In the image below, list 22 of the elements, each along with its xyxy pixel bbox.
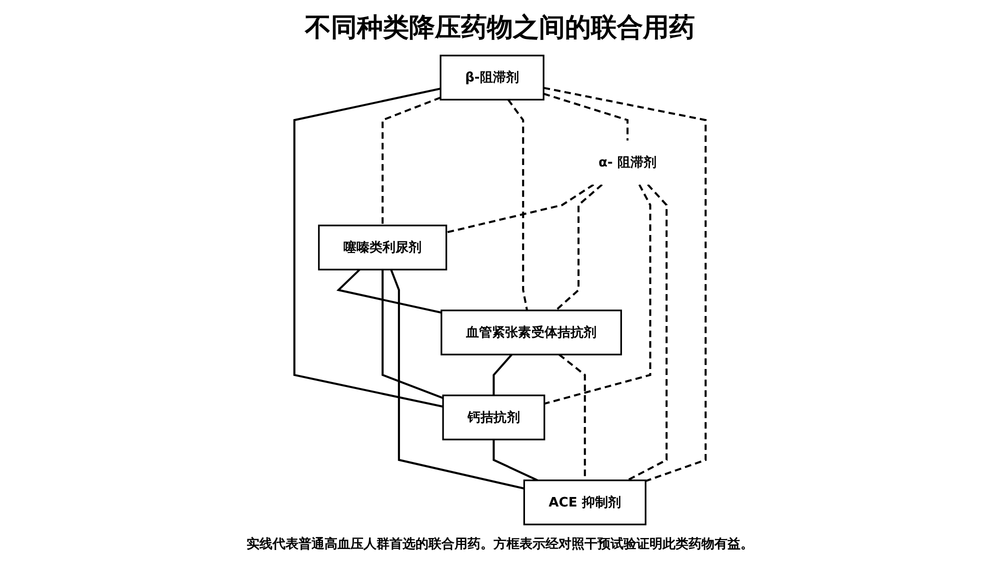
node-box: 血管紧张素受体拮抗剂 bbox=[440, 310, 622, 356]
connector bbox=[446, 184, 594, 234]
connector bbox=[555, 184, 603, 312]
connector bbox=[293, 88, 444, 408]
node-text: α- 阻滞剂 bbox=[598, 154, 657, 170]
connector bbox=[543, 86, 707, 482]
connector bbox=[543, 92, 629, 140]
connector bbox=[382, 96, 441, 226]
connector bbox=[507, 99, 528, 311]
connector bbox=[382, 270, 444, 400]
caption: 实线代表普通高血压人群首选的联合用药。方框表示经对照干预试验证明此类药物有益。 bbox=[246, 536, 754, 553]
connector bbox=[336, 268, 442, 314]
node-box: 钙拮抗剂 bbox=[442, 394, 546, 440]
node-box: 噻嗪类利尿剂 bbox=[318, 224, 448, 270]
connector bbox=[492, 354, 513, 396]
connector bbox=[544, 184, 652, 405]
node-box: β-阻滞剂 bbox=[440, 54, 544, 100]
connector bbox=[390, 269, 524, 490]
connector bbox=[626, 184, 668, 482]
title: 不同种类降压药物之间的联合用药 bbox=[305, 12, 695, 45]
connector bbox=[492, 440, 538, 482]
node-box: ACE 抑制剂 bbox=[523, 480, 646, 526]
